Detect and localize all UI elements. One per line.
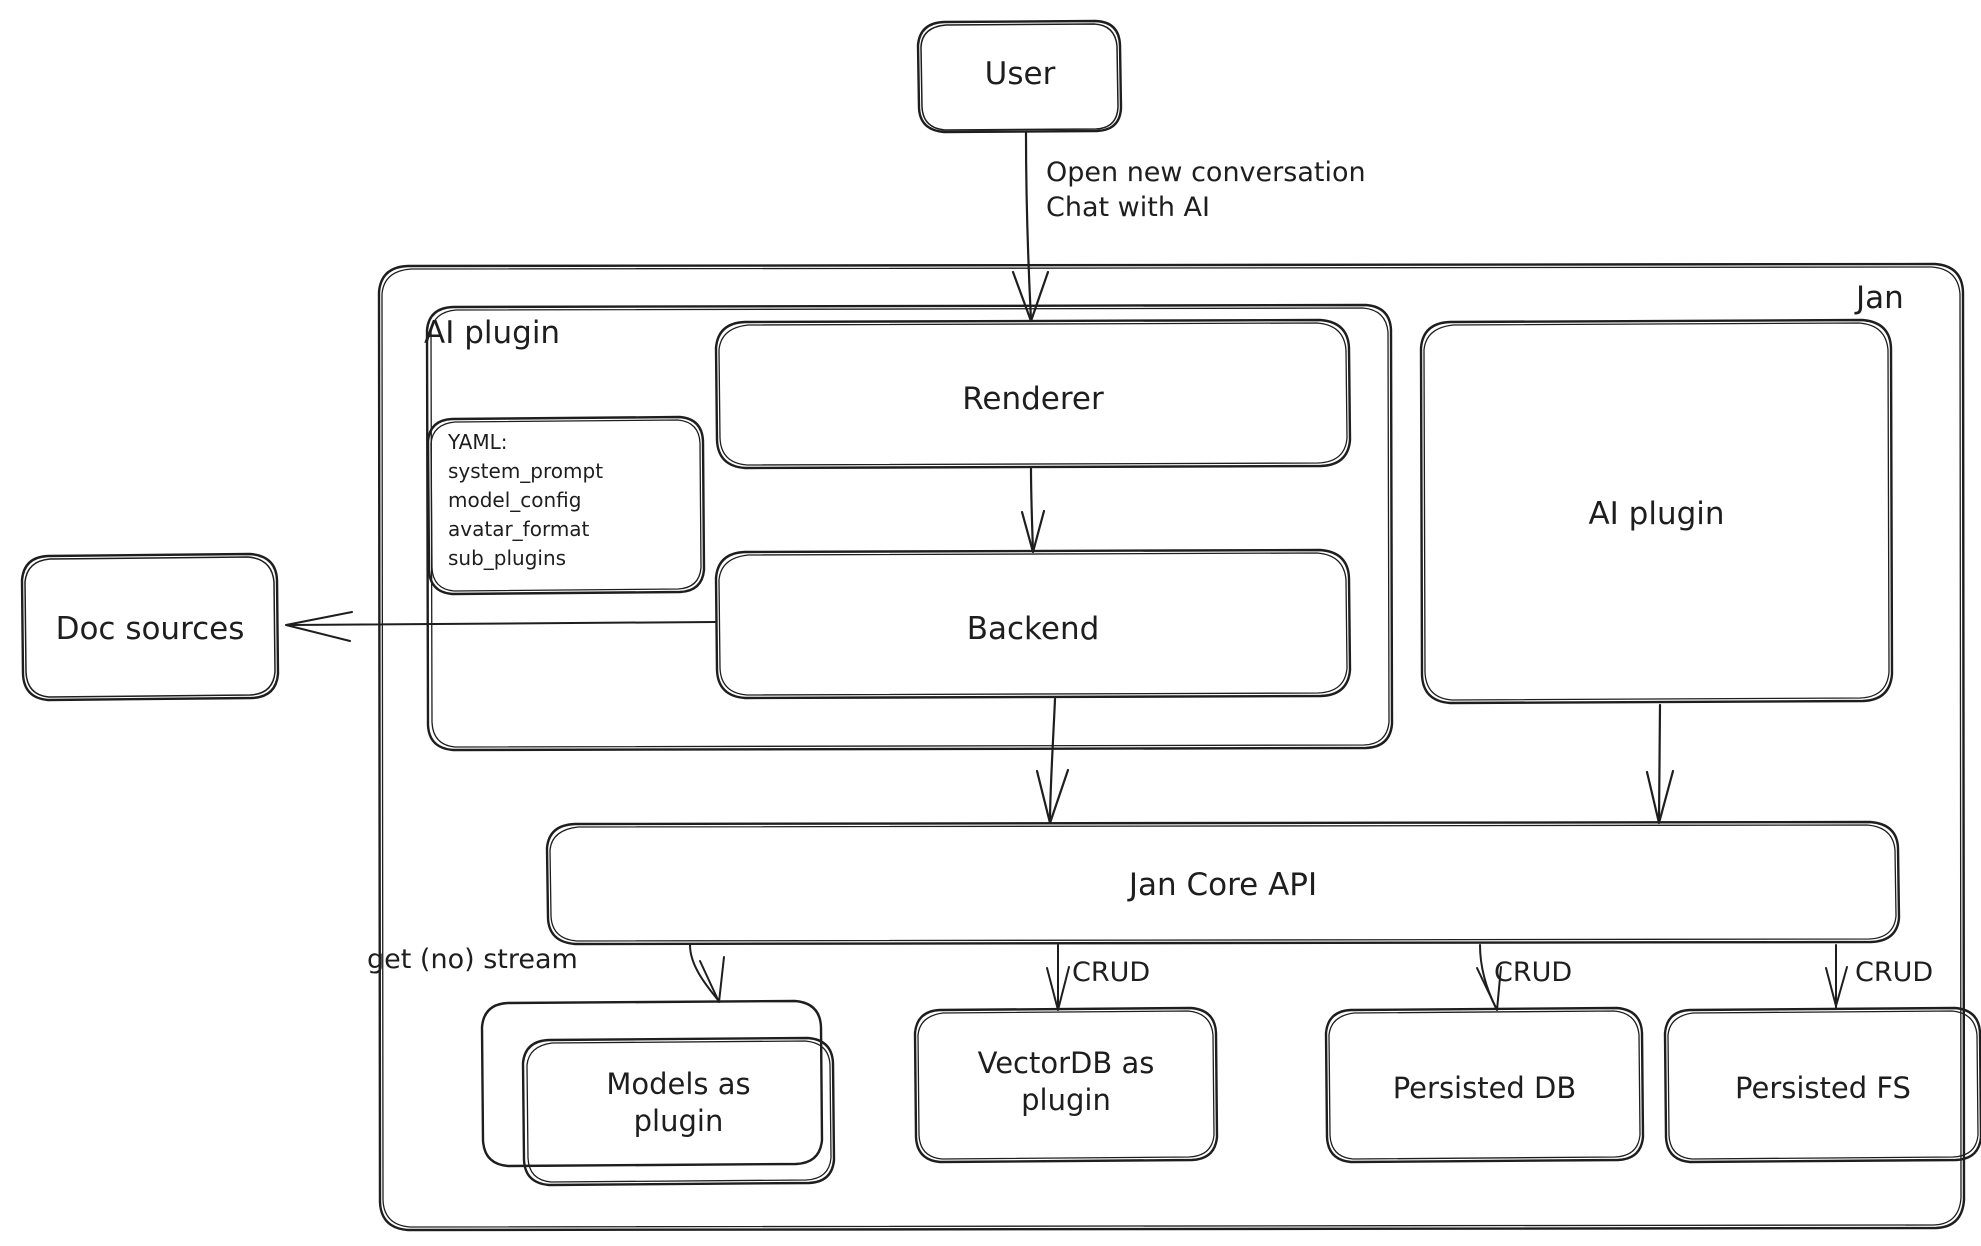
persisted-fs-box-shape (1663, 1006, 1981, 1164)
edge-user-to-renderer (1011, 131, 1050, 323)
jan-core-api-box-shape (545, 820, 1901, 946)
edge-label-get-no-stream: get (no) stream (367, 944, 578, 975)
edge-renderer-to-backend (1020, 467, 1046, 554)
persisted-fs-box[interactable] (1665, 1008, 1981, 1162)
edge-core-to-models (689, 944, 725, 1003)
ai-plugin-right-box[interactable] (1421, 320, 1892, 703)
yaml-card[interactable] (428, 417, 704, 594)
backend-box-shape (714, 548, 1352, 700)
models-plugin-box[interactable] (482, 1001, 834, 1185)
vectordb-plugin-box-shape (913, 1006, 1219, 1164)
yaml-card-shape (426, 415, 706, 596)
yaml-card-text: YAML: system_prompt model_config avatar_… (448, 430, 604, 570)
backend-box[interactable] (716, 550, 1350, 698)
edge-core-to-vectordb (1046, 944, 1070, 1011)
edge-backend-to-core (1035, 697, 1070, 825)
edge-backend-to-doc-sources (285, 611, 717, 642)
vectordb-plugin-box[interactable] (915, 1008, 1217, 1162)
user-box-shape (916, 19, 1123, 134)
jan-container-shape (377, 262, 1966, 1232)
jan-container-label: Jan (1856, 280, 1904, 316)
edge-label-crud-persisted-db: CRUD (1494, 957, 1573, 988)
persisted-db-box-shape (1324, 1006, 1645, 1164)
renderer-box[interactable] (716, 320, 1350, 468)
edge-label-crud-vectordb: CRUD (1072, 957, 1151, 988)
edge-core-to-persisted-db (1476, 944, 1502, 1011)
persisted-db-box[interactable] (1326, 1008, 1643, 1162)
jan-core-api-box[interactable] (547, 822, 1899, 944)
ai-plugin-right-box-shape (1419, 318, 1894, 705)
edge-ai-plugin-to-core (1645, 703, 1675, 825)
doc-sources-box-shape (20, 552, 280, 702)
edge-label-crud-persisted-fs: CRUD (1855, 957, 1934, 988)
edge-label-user-to-renderer: Open new conversation Chat with AI (1046, 157, 1366, 224)
edge-core-to-persisted-fs (1825, 944, 1848, 1009)
models-plugin-back-box-shape (480, 999, 824, 1168)
doc-sources-box[interactable] (22, 554, 278, 700)
ai-plugin-group-label: AI plugin (424, 315, 561, 351)
user-box[interactable] (918, 20, 1122, 133)
renderer-box-shape (714, 318, 1352, 470)
ai-plugin-group-shape (425, 303, 1394, 752)
models-plugin-front-box-shape (521, 1036, 836, 1187)
